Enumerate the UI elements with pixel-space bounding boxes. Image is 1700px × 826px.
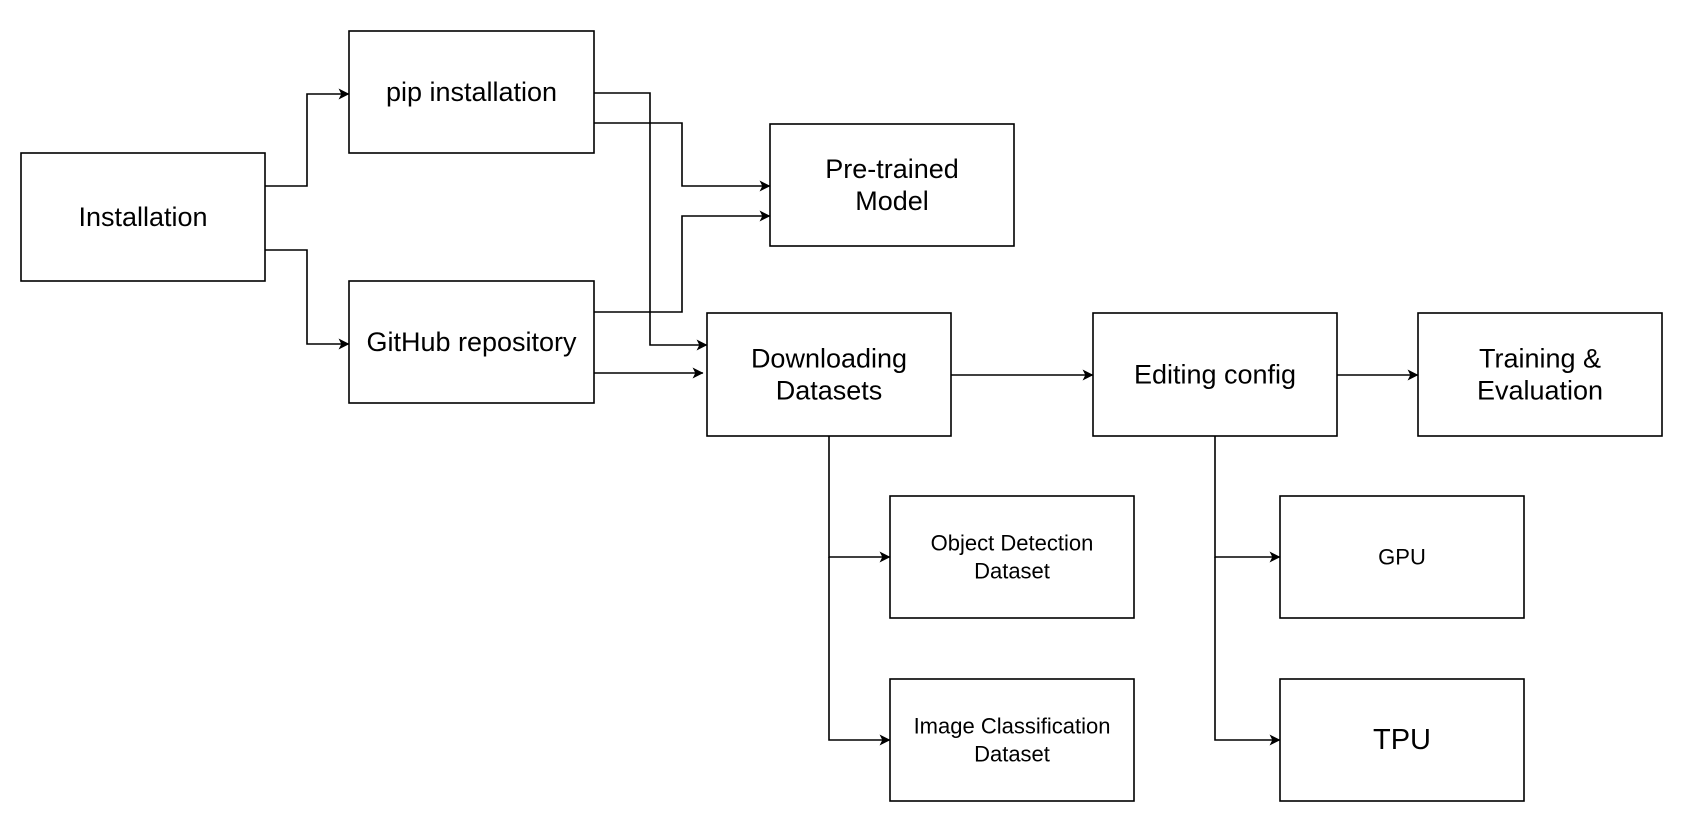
node-tpu-box xyxy=(1279,678,1525,802)
edge-pip-to-downloading xyxy=(594,92,708,351)
node-gpu: GPU xyxy=(1279,495,1525,619)
node-gpu-box xyxy=(1279,495,1525,619)
node-training-box xyxy=(1417,312,1663,437)
node-github-label-line-1: GitHub repository xyxy=(366,327,577,357)
edge-downloading-to-imgcls xyxy=(828,557,891,746)
node-imgcls-box xyxy=(889,678,1135,802)
node-pip-box xyxy=(348,30,595,154)
edge-editing-to-tpu xyxy=(1214,557,1281,746)
node-training-label-line-2: Evaluation xyxy=(1477,376,1603,406)
edge-installation-to-github xyxy=(265,249,350,350)
node-pip-label-line-1: pip installation xyxy=(386,77,557,107)
node-downloading-label-line-2: Datasets xyxy=(776,376,883,406)
node-training-label-line-1: Training & xyxy=(1479,344,1601,374)
node-imgcls-label-line-2: Dataset xyxy=(974,742,1050,767)
node-editing: Editing config xyxy=(1092,312,1338,437)
node-objdet-label-line-1: Object Detection xyxy=(931,531,1094,556)
node-objdet-label-line-2: Dataset xyxy=(974,559,1050,584)
node-imgcls-label-line-1: Image Classification xyxy=(914,714,1111,739)
node-objdet-box xyxy=(889,495,1135,619)
edge-pip-to-pretrained xyxy=(594,122,771,192)
node-installation: Installation xyxy=(20,152,266,282)
node-installation-box xyxy=(20,152,266,282)
node-gpu-label-line-1: GPU xyxy=(1378,545,1426,570)
node-pretrained-label-line-2: Model xyxy=(855,186,929,216)
node-training: Training &Evaluation xyxy=(1417,312,1663,437)
node-downloading-label-line-1: Downloading xyxy=(751,344,907,374)
node-editing-label-line-1: Editing config xyxy=(1134,360,1296,390)
edge-installation-to-pip xyxy=(265,88,350,187)
node-tpu-label-line-1: TPU xyxy=(1373,724,1431,756)
node-github: GitHub repository xyxy=(348,280,595,404)
node-github-box xyxy=(348,280,595,404)
node-editing-box xyxy=(1092,312,1338,437)
node-installation-label-line-1: Installation xyxy=(78,202,207,232)
node-pretrained-box xyxy=(769,123,1015,247)
node-tpu: TPU xyxy=(1279,678,1525,802)
edge-editing-to-gpu xyxy=(1214,436,1281,563)
node-pip: pip installation xyxy=(348,30,595,154)
node-pretrained-label-line-1: Pre-trained xyxy=(825,154,959,184)
connectors xyxy=(265,88,1419,746)
edge-github-to-pretrained xyxy=(594,210,771,313)
edge-downloading-to-objdet xyxy=(828,436,891,563)
node-downloading-box xyxy=(706,312,952,437)
